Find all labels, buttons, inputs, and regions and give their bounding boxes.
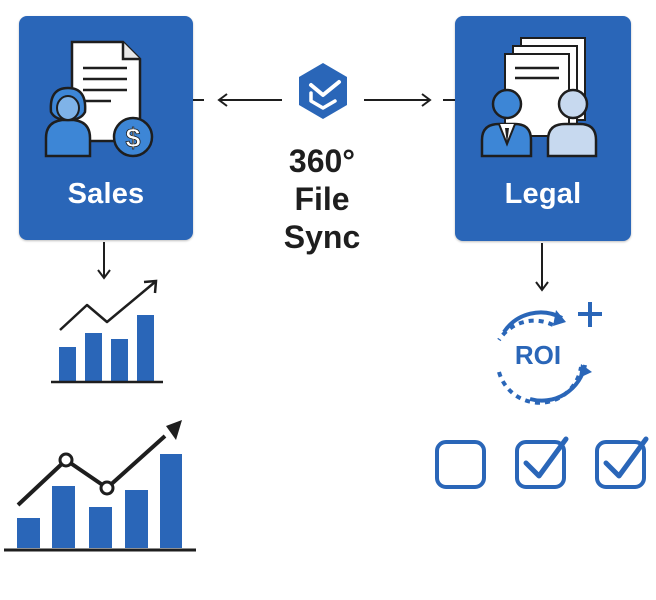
center-title: 360° File Sync	[258, 142, 386, 256]
center-title-line: 360°	[288, 143, 356, 179]
checkbox-checked-icon	[515, 436, 569, 489]
checkbox-empty-icon	[435, 440, 486, 489]
legal-documents-people-icon	[480, 37, 598, 158]
small-growth-chart-icon	[51, 279, 163, 384]
checkbox-checked-icon	[595, 436, 649, 489]
right-connector-arrow	[364, 93, 456, 107]
roi-cycle-icon	[497, 302, 602, 405]
center-title-line: File	[294, 181, 350, 217]
svg-text:$: $	[125, 123, 140, 153]
legal-down-arrow	[535, 243, 549, 292]
legal-card: Legal	[455, 16, 631, 241]
center-title-line: Sync	[283, 219, 361, 255]
legal-label: Legal	[504, 178, 582, 210]
sales-document-person-icon: $	[44, 40, 154, 158]
roi-label: ROI	[515, 340, 561, 370]
sync-logo-icon	[299, 63, 347, 119]
sales-card: $ Sales	[19, 16, 193, 240]
large-growth-chart-icon	[4, 420, 196, 552]
sales-label: Sales	[67, 178, 145, 210]
left-connector-arrow	[192, 93, 282, 107]
sales-down-arrow	[97, 242, 111, 280]
